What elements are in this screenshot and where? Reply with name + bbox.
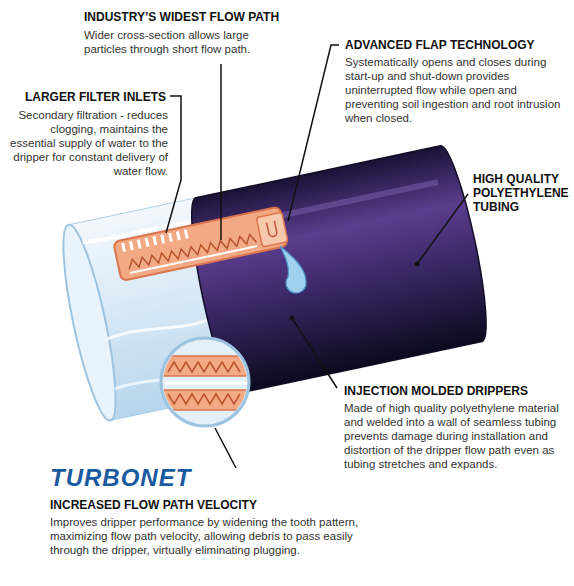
- leader-line: [417, 194, 468, 264]
- leader-line: [215, 428, 236, 468]
- water-droplet: [280, 246, 306, 293]
- dripper-body: [113, 207, 288, 281]
- leader-line: [220, 64, 222, 240]
- section-heading: INCREASED FLOW PATH VELOCITY: [50, 498, 350, 512]
- magnifier-circle: [161, 338, 249, 426]
- tube-group: [53, 143, 496, 424]
- leader-dots: [290, 262, 420, 321]
- flow-path: [130, 246, 257, 273]
- flap-outlet: [256, 212, 288, 247]
- flap: [267, 221, 278, 237]
- section-heading: INDUSTRY’S WIDEST FLOW PATH: [84, 10, 314, 24]
- description-text: Wider cross-section allows large particl…: [84, 28, 289, 56]
- section-heading: ADVANCED FLAP TECHNOLOGY: [345, 38, 570, 52]
- filter-inlets: [123, 230, 187, 252]
- description-text: Made of high quality polyethylene materi…: [344, 401, 570, 471]
- section-heading: INJECTION MOLDED DRIPPERS: [344, 384, 570, 398]
- leader-line: [288, 45, 339, 221]
- leader-line: [166, 96, 181, 233]
- part-label: HIGH QUALITY POLYETHYLENE TUBING: [473, 172, 571, 214]
- description-text: Improves dripper performance by widening…: [50, 515, 390, 557]
- section-heading: LARGER FILTER INLETS: [6, 90, 166, 104]
- description-text: Secondary filtration - reduces clogging,…: [6, 108, 168, 178]
- description-text: Systematically opens and closes during s…: [345, 55, 570, 125]
- magnified-view: [160, 356, 255, 410]
- leader-line: [292, 318, 337, 388]
- brand-logo: TURBONET: [50, 464, 220, 492]
